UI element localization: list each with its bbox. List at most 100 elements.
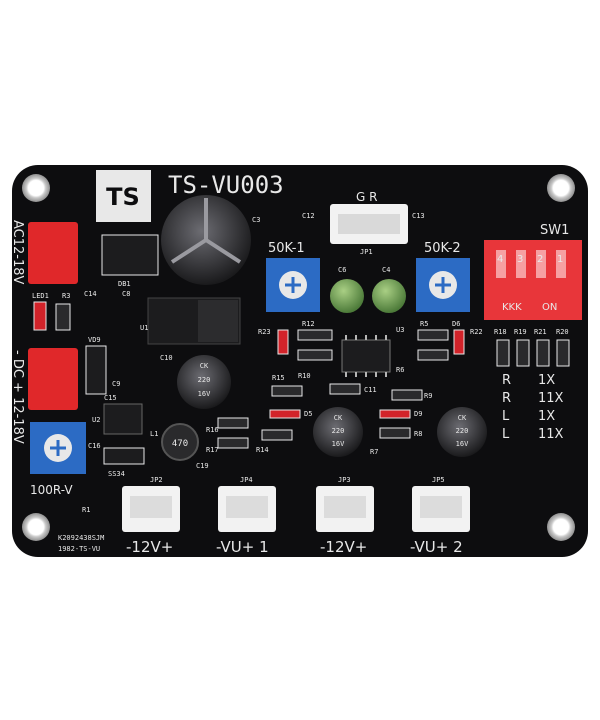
svg-text:CK: CK xyxy=(458,414,467,422)
r17-label: R17 xyxy=(206,446,219,454)
jp1-pin-labels: G R xyxy=(356,190,377,204)
resistor-r13 xyxy=(271,385,303,397)
r12-label: R12 xyxy=(302,320,315,328)
svg-text:11X: 11X xyxy=(538,391,564,406)
ac-input-terminal xyxy=(28,222,78,284)
svg-text:L: L xyxy=(502,409,510,424)
sw1-label: SW1 xyxy=(540,223,569,238)
mount-hole-bottom-left xyxy=(22,513,50,541)
r18-label: R18 xyxy=(494,328,507,336)
svg-text:1X: 1X xyxy=(538,373,555,388)
u1-label: U1 xyxy=(140,324,148,332)
svg-text:16V: 16V xyxy=(456,440,469,448)
r15-label: R15 xyxy=(272,374,285,382)
svg-text:220: 220 xyxy=(456,427,469,435)
diode-vd9 xyxy=(85,345,107,395)
diode-d6 xyxy=(453,329,465,355)
resistor-r16 xyxy=(217,417,249,429)
c15-label: C15 xyxy=(104,394,117,402)
c11-label: C11 xyxy=(364,386,377,394)
resistor-r23 xyxy=(277,329,289,355)
resistor-array xyxy=(496,339,570,367)
resistor-r12 xyxy=(297,329,333,341)
jp1-label: JP1 xyxy=(360,248,373,256)
c9-label: C9 xyxy=(112,380,120,388)
sw-on-label: ON xyxy=(542,302,557,313)
trimmer-50k-1-label: 50K-1 xyxy=(268,241,305,256)
connector-jp3 xyxy=(316,486,374,532)
c4-label: C4 xyxy=(382,266,390,274)
r9-label: R9 xyxy=(424,392,432,400)
jp5-label: JP5 xyxy=(432,476,445,484)
u2-label: U2 xyxy=(92,416,100,424)
svg-text:11X: 11X xyxy=(538,427,564,442)
svg-text:470: 470 xyxy=(172,439,188,449)
resistor-r9 xyxy=(391,389,423,401)
r22-label: R22 xyxy=(470,328,483,336)
capacitor-c1: CK 220 16V xyxy=(177,355,231,409)
sw-number-3: 3 xyxy=(517,254,523,265)
r21-label: R21 xyxy=(534,328,547,336)
db1-label: DB1 xyxy=(118,280,131,288)
r19-label: R19 xyxy=(514,328,527,336)
jp1-connector xyxy=(330,204,408,244)
c12-label: C12 xyxy=(302,212,315,220)
capacitor-c7: CK 220 16V xyxy=(313,407,363,457)
c13-label: C13 xyxy=(412,212,425,220)
svg-text:1X: 1X xyxy=(538,409,555,424)
svg-text:L: L xyxy=(502,427,510,442)
ss34-label: SS34 xyxy=(108,470,125,478)
c8-label: C8 xyxy=(122,290,130,298)
resistor-r17 xyxy=(217,437,249,449)
jp3-function-label: -12V+ xyxy=(320,538,367,556)
mode-table: R R L L 1X 11X 1X 11X xyxy=(502,373,564,442)
c19-label: C19 xyxy=(196,462,209,470)
svg-text:R: R xyxy=(502,373,511,388)
svg-text:CK: CK xyxy=(334,414,343,422)
revision-code: 1982-TS-VU xyxy=(58,545,100,553)
r20-label: R20 xyxy=(556,328,569,336)
jp2-label: JP2 xyxy=(150,476,163,484)
sw-number-2: 2 xyxy=(537,254,543,265)
r16-label: R16 xyxy=(206,426,219,434)
mount-hole-bottom-right xyxy=(547,513,575,541)
ac-voltage-label: AC12-18V xyxy=(10,220,25,285)
dc-voltage-label: - DC + 12-18V xyxy=(10,350,25,444)
resistor-r14 xyxy=(261,429,293,441)
dip-switch-sw1 xyxy=(484,240,582,320)
jp2-function-label: -12V+ xyxy=(126,538,173,556)
jp5-function-label: -VU+ 2 xyxy=(410,538,463,556)
diode-d9 xyxy=(379,409,411,419)
resistor-r5 xyxy=(417,329,449,341)
u3-label: U3 xyxy=(396,326,404,334)
jp3-label: JP3 xyxy=(338,476,351,484)
voltage-regulator-u1 xyxy=(147,297,241,345)
r1-label: R1 xyxy=(82,506,90,514)
trimmer-50k-2 xyxy=(416,258,470,312)
trimmer-100r-v xyxy=(30,422,86,474)
r10-label: R10 xyxy=(298,372,311,380)
resistor-r3 xyxy=(55,303,71,331)
serial-number: K2092438SJM xyxy=(58,534,104,542)
resistor-r8 xyxy=(379,427,411,439)
dc-input-terminal xyxy=(28,348,78,410)
capacitor-c3 xyxy=(161,195,251,285)
trimmer-50k-2-label: 50K-2 xyxy=(424,241,461,256)
c16-label: C16 xyxy=(88,442,101,450)
model-title: TS-VU003 xyxy=(168,171,284,199)
c10-label: C10 xyxy=(160,354,173,362)
resistor-r6 xyxy=(417,349,449,361)
svg-text:16V: 16V xyxy=(332,440,345,448)
svg-text:TS: TS xyxy=(106,183,140,211)
c6-label: C6 xyxy=(338,266,346,274)
l1-label: L1 xyxy=(150,430,158,438)
resistor-r11 xyxy=(329,383,361,395)
sw-kkk-label: KKK xyxy=(502,302,522,313)
connector-jp4 xyxy=(218,486,276,532)
c3-label: C3 xyxy=(252,216,260,224)
vd9-label: VD9 xyxy=(88,336,101,344)
diode-ss34 xyxy=(103,447,145,465)
mount-hole-top-left xyxy=(22,174,50,202)
r5-label: R5 xyxy=(420,320,428,328)
r6-label: R6 xyxy=(396,366,404,374)
